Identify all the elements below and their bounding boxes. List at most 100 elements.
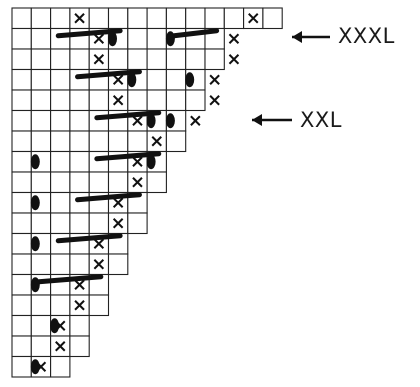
- dash-symbol: [55, 28, 123, 39]
- x-mark: [112, 95, 124, 106]
- grid-cell: [50, 150, 71, 173]
- x-mark: [74, 279, 85, 290]
- grid-cell: [69, 212, 90, 235]
- grid-cell: [165, 68, 187, 91]
- grid-cell: [50, 212, 71, 235]
- dot-symbol: [185, 72, 195, 88]
- x-mark: [112, 197, 124, 208]
- grid-cell: [11, 212, 32, 235]
- size-label-xxl: XXL: [300, 108, 342, 132]
- grid-cell: [11, 171, 32, 194]
- grid-cell: [107, 130, 129, 153]
- size-label-xxxl: XXXL: [338, 24, 395, 48]
- grid-cell: [185, 48, 206, 71]
- dot-symbol: [30, 236, 40, 252]
- size-arrows: [252, 31, 330, 126]
- dot-symbol: [30, 277, 40, 293]
- grid-cell: [165, 48, 187, 71]
- x-mark: [132, 115, 143, 126]
- grid-cell: [11, 89, 32, 112]
- chart-symbols: [30, 13, 259, 375]
- grid-cell: [69, 335, 90, 358]
- grid-cell: [88, 212, 110, 235]
- grid-cell: [69, 68, 90, 91]
- dot-symbol: [30, 195, 40, 211]
- x-mark: [228, 54, 240, 65]
- x-mark: [209, 95, 220, 106]
- dot-symbol: [127, 72, 137, 88]
- grid-cell: [165, 130, 187, 153]
- x-mark: [93, 259, 105, 270]
- dot-symbol: [30, 359, 40, 375]
- grid-cell: [50, 109, 71, 132]
- grid-cell: [30, 48, 52, 71]
- grid-cell: [30, 109, 52, 132]
- dash-symbol: [75, 69, 142, 80]
- x-mark: [248, 13, 259, 24]
- dot-symbol: [146, 113, 156, 129]
- grid-cell: [146, 27, 167, 50]
- grid-cell: [146, 171, 167, 194]
- dot-symbol: [165, 113, 175, 129]
- grid-cell: [204, 48, 225, 71]
- grid-cell: [11, 150, 32, 173]
- grid-cell: [50, 89, 71, 112]
- arrow-head: [292, 31, 302, 43]
- grid-cell: [204, 7, 225, 30]
- grid-cell: [107, 48, 129, 71]
- x-mark: [228, 33, 240, 44]
- grid-cell: [88, 89, 110, 112]
- grid-cell: [11, 294, 32, 317]
- grid-cell: [69, 130, 90, 153]
- grid-cell: [69, 89, 90, 112]
- grid-cell: [50, 130, 71, 153]
- grid-cell: [69, 150, 90, 173]
- x-mark: [112, 218, 124, 229]
- grid-cell: [50, 191, 71, 214]
- x-mark: [55, 341, 66, 352]
- dash-symbol: [94, 110, 162, 121]
- x-mark: [209, 74, 220, 85]
- x-mark: [151, 136, 162, 147]
- grid-cell: [127, 7, 148, 30]
- dot-symbol: [165, 31, 175, 47]
- x-mark: [190, 115, 201, 126]
- grid-cell: [50, 7, 71, 30]
- grid-cell: [11, 7, 32, 30]
- x-mark: [112, 74, 124, 85]
- x-mark: [93, 54, 105, 65]
- grid-cell: [30, 335, 52, 358]
- grid-cell: [11, 273, 32, 296]
- grid-cell: [50, 171, 71, 194]
- dash-symbol: [94, 151, 162, 162]
- grid-cell: [146, 48, 167, 71]
- grid-cell: [146, 68, 167, 91]
- arrow-xxxl: [292, 31, 330, 43]
- dash-symbol: [36, 274, 104, 285]
- grid-cell: [69, 191, 90, 214]
- grid-cell: [50, 27, 71, 50]
- grid-cell: [69, 314, 90, 337]
- grid-cell: [50, 294, 71, 317]
- grid-cell: [165, 89, 187, 112]
- grid-cell: [11, 48, 32, 71]
- dot-symbol: [50, 318, 60, 334]
- grid-cell: [88, 294, 110, 317]
- grid-cell: [262, 7, 283, 30]
- grid-cell: [30, 212, 52, 235]
- grid-cell: [11, 232, 32, 255]
- grid-cell: [50, 48, 71, 71]
- dash-symbol: [171, 28, 220, 39]
- grid-cell: [11, 253, 32, 276]
- grid-cell: [11, 130, 32, 153]
- dash-symbol: [55, 233, 123, 244]
- grid-cell: [11, 68, 32, 91]
- grid-cell: [88, 109, 110, 132]
- grid-cell: [127, 130, 148, 153]
- grid-cell: [88, 7, 110, 30]
- grid-cell: [50, 68, 71, 91]
- grid-cell: [107, 171, 129, 194]
- grid-cell: [11, 314, 32, 337]
- grid-cell: [223, 7, 245, 30]
